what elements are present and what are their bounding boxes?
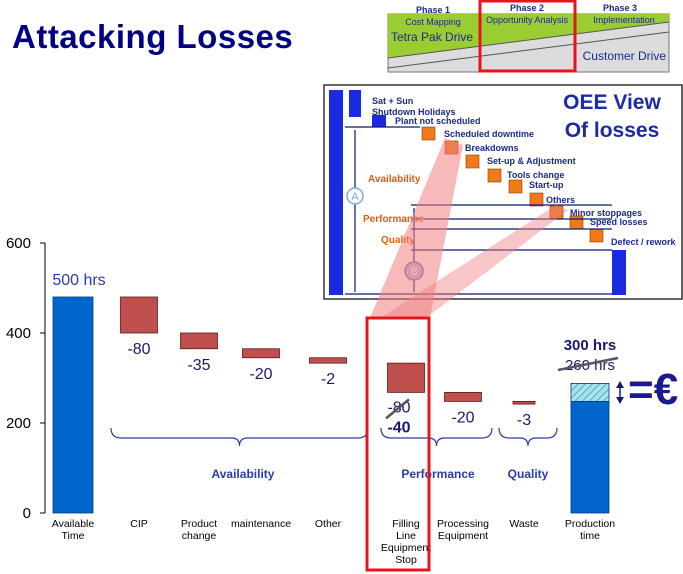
bar-improvement-hatch [570,382,610,402]
value-label: 500 hrs [52,272,105,289]
highlight-beam-1 [370,138,463,318]
phase1-label: Phase 1 [416,5,450,15]
group-label: Performance [401,467,475,481]
value-label-new: -40 [387,419,410,436]
bar-loss [512,400,536,405]
bar-loss [444,391,482,402]
category-label: CIP [130,518,148,530]
oee-loss-box [421,126,436,141]
oee-step-label: Set-up & Adjustment [487,156,576,166]
oee-loss-box [465,154,480,169]
oee-not-scheduled-bar [372,115,386,127]
group-braces: Availability Performance Quality [110,427,558,481]
oee-step-label: Speed losses [590,217,648,227]
oee-total-bar [329,90,343,295]
oee-step-label: Plant not scheduled [395,116,481,126]
oee-step-label: Scheduled downtime [444,129,534,139]
improvement-arrow-head [616,397,624,404]
oee-step-label: Breakdowns [465,143,519,153]
value-label: -2 [321,371,335,388]
oee-step-label: Defect / rework [611,237,677,247]
value-label-new: 300 hrs [564,337,617,354]
drive-divider [387,21,670,59]
oee-quality-label: Quality [381,235,415,246]
group-label: Quality [508,467,549,481]
phase1-name: Cost Mapping [405,17,461,27]
euro-callout: =€ [616,365,678,414]
currency-symbol: =€ [628,365,678,414]
bar-loss [309,357,347,364]
oee-step-label: Tools change [507,170,564,180]
bar-production-time [570,400,610,514]
oee-weekend-bar [349,90,361,117]
bar-loss [120,296,158,334]
group-brace [498,427,558,447]
oee-step-label: Shutdown Holidays [372,107,456,117]
slide-title: Attacking Losses [12,18,294,55]
y-tick-label: 600 [6,235,31,252]
tetra-pak-drive-area [388,14,669,58]
value-label: -20 [451,409,474,426]
oee-loss-box [529,192,544,207]
bar-loss [180,332,218,350]
highlight-beam-2 [380,205,568,318]
phase3-name: Implementation [593,15,655,25]
oee-step-label: Sat + Sun [372,96,413,106]
bar-loss [387,362,425,393]
strike-line [557,356,619,372]
marker-a-label: A [351,191,359,203]
value-label: -80 [127,341,150,358]
value-label: -3 [517,412,531,429]
y-tick-label: 400 [6,325,31,342]
improvement-arrow-head [616,381,624,388]
phase2-highlight [478,0,577,73]
oee-step-label: Others [546,195,575,205]
oee-loss-box [508,179,523,194]
phase3-label: Phase 3 [603,3,637,13]
oee-availability-label: Availability [368,174,421,185]
group-brace [380,427,493,447]
chart-bars [52,296,610,514]
oee-loss-box [487,168,502,183]
phase2-name: Opportunity Analysis [486,15,569,25]
value-label: -20 [249,366,272,383]
group-label: Availability [212,467,275,481]
y-axis: 0 200 400 600 [6,235,46,522]
tetra-pak-drive-label: Tetra Pak Drive [391,30,473,44]
phase2-label: Phase 2 [510,3,544,13]
category-label: Waste [509,518,539,530]
filling-line-highlight [365,316,431,572]
value-label: -35 [187,357,210,374]
drive-divider-lower [387,31,670,69]
category-label: Other [315,518,342,530]
oee-title-line2: Of losses [565,119,660,142]
marker-a [346,187,364,205]
y-tick-label: 200 [6,415,31,432]
oee-title-line1: OEE View [563,91,661,114]
group-brace [110,427,369,447]
bar-loss [242,348,280,359]
phase-diagram: Phase 1 Phase 2 Phase 3 Cost Mapping Opp… [387,0,670,73]
oee-final-bar [612,250,626,295]
category-label: maintenance [231,518,291,530]
oee-performance-label: Performance [363,214,425,225]
customer-drive-label: Customer Drive [583,49,667,63]
oee-step-label: Start-up [529,180,564,190]
strike-line [385,398,410,420]
bar-available-time [52,296,94,514]
oee-loss-box [589,228,604,243]
oee-step-label: Minor stoppages [570,208,642,218]
y-tick-label: 0 [23,505,31,522]
